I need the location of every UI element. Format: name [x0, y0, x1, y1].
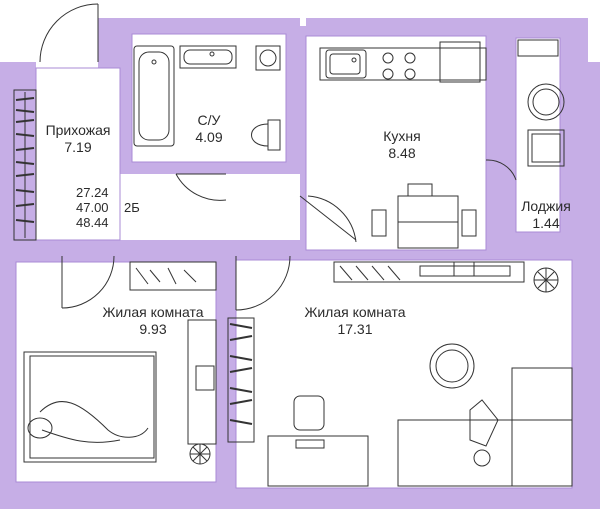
living-area-value: 27.24: [76, 185, 109, 200]
room-label-hall: Прихожая 7.19: [36, 122, 120, 156]
room-living: [236, 260, 572, 488]
room-label-living: Жилая комната 17.31: [290, 304, 420, 338]
bathroom-fixtures: [133, 45, 281, 151]
room-name: Прихожая: [45, 122, 111, 138]
area-summary: 27.24 47.00 48.44: [76, 185, 109, 230]
total-with-loggia-value: 48.44: [76, 215, 109, 230]
room-area: 8.48: [388, 145, 416, 161]
bedroom-furniture: [23, 261, 217, 465]
room-name: С/У: [197, 112, 221, 128]
room-label-kitchen: Кухня 8.48: [370, 128, 434, 162]
apartment-type: 2Б: [124, 200, 140, 215]
room-area: 1.44: [532, 215, 560, 231]
living-door: [235, 255, 291, 311]
hall-wardrobe: [13, 89, 37, 241]
room-area: 17.31: [337, 321, 373, 337]
room-hall: [36, 68, 120, 240]
room-label-bathroom: С/У 4.09: [182, 112, 236, 146]
room-label-loggia: Лоджия 1.44: [516, 198, 576, 232]
room-loggia: [516, 38, 560, 232]
room-bedroom: [16, 262, 216, 482]
loggia-furniture: [485, 39, 565, 181]
entrance-door: [39, 3, 99, 63]
room-name: Жилая комната: [304, 304, 406, 320]
living-furniture: [227, 261, 573, 487]
kitchen-door: [299, 195, 357, 243]
room-area: 7.19: [64, 139, 92, 155]
total-area-value: 47.00: [76, 200, 109, 215]
bathroom-door: [175, 173, 227, 201]
bedroom-door: [61, 255, 115, 309]
room-name: Жилая комната: [102, 304, 204, 320]
room-name: Кухня: [383, 128, 421, 144]
room-label-bedroom: Жилая комната 9.93: [90, 304, 216, 338]
room-area: 4.09: [195, 129, 223, 145]
room-name: Лоджия: [521, 198, 571, 214]
room-area: 9.93: [139, 321, 167, 337]
room-kitchen: [306, 36, 486, 250]
kitchen-fixtures: [319, 41, 487, 249]
